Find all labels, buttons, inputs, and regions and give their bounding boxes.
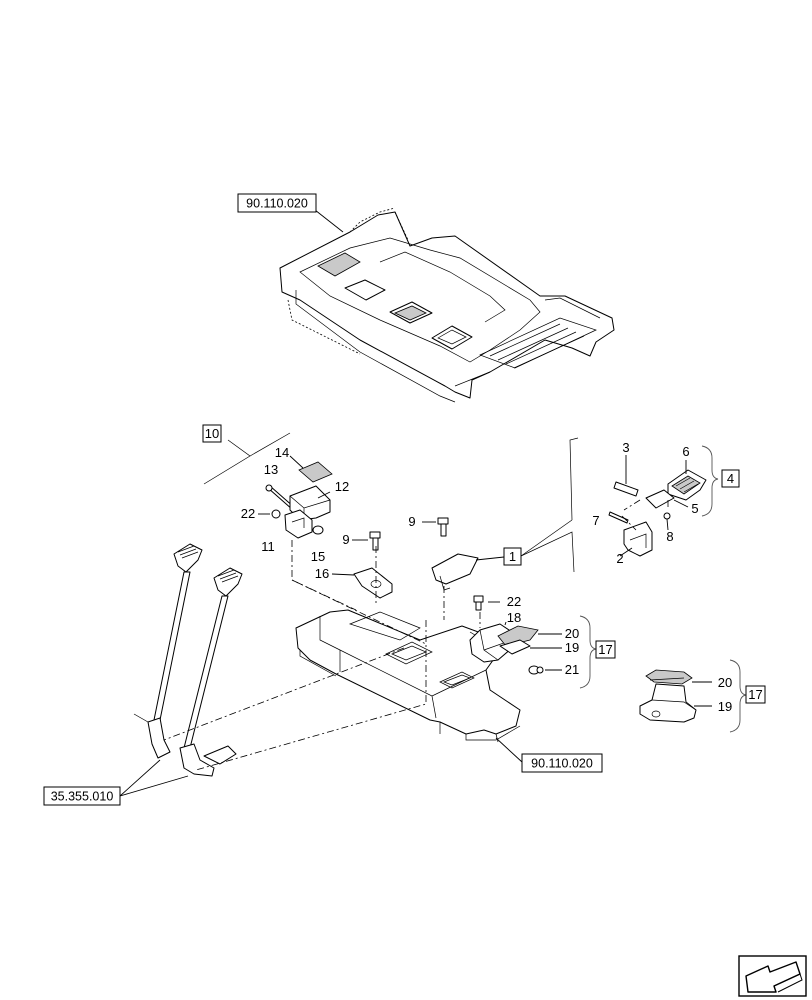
label-15: 15 — [311, 549, 325, 564]
label-16: 16 — [315, 566, 329, 581]
label-3: 3 — [622, 440, 629, 455]
ref-box-floor-bottom[interactable]: 90.110.020 — [521, 753, 603, 773]
next-page-arrow-icon[interactable] — [738, 955, 807, 997]
ref-floor-top: 90.110.020 — [246, 197, 308, 211]
label-19-b: 19 — [718, 699, 732, 714]
control-lever-right — [179, 567, 243, 777]
cab-floor-assembly — [279, 207, 615, 403]
plate-part-14 — [298, 461, 333, 483]
support-bracket-1 — [431, 553, 479, 585]
label-6: 6 — [682, 444, 689, 459]
group-label-4: 4 — [727, 471, 734, 486]
label-21: 21 — [565, 662, 579, 677]
label-22-lower: 22 — [507, 594, 521, 609]
bolt-part-9-left — [369, 531, 381, 551]
hinge-part-5 — [645, 489, 675, 509]
bolt-part-21 — [528, 665, 544, 675]
label-9-left: 9 — [342, 532, 349, 547]
assembly-lines — [163, 499, 669, 771]
label-20-b: 20 — [718, 675, 732, 690]
pin-part-7 — [608, 511, 629, 524]
plate-part-16 — [353, 567, 393, 599]
label-2: 2 — [616, 551, 623, 566]
ref-floor-bottom: 90.110.020 — [531, 757, 593, 771]
group-box-1[interactable]: 1 — [503, 547, 522, 566]
group-box-17-b[interactable]: 17 — [745, 685, 766, 704]
label-9-center: 9 — [408, 514, 415, 529]
lever-pedal-plate — [203, 745, 237, 765]
label-18: 18 — [507, 610, 521, 625]
group-label-17-a: 17 — [598, 642, 612, 657]
clamp-part-11 — [284, 509, 313, 539]
screw-part-8 — [663, 512, 671, 520]
pedal-assembly-20-19 — [639, 669, 697, 723]
label-5: 5 — [691, 501, 698, 516]
pedal-base-part-19-a — [499, 639, 531, 655]
label-22-upper: 22 — [241, 506, 255, 521]
control-lever-left — [133, 543, 203, 759]
group-label-17-b: 17 — [748, 687, 762, 702]
group-box-4[interactable]: 4 — [721, 469, 740, 488]
label-20-a: 20 — [565, 626, 579, 641]
pin-part-3 — [613, 481, 639, 497]
label-13: 13 — [264, 462, 278, 477]
bolt-part-9-center — [437, 517, 449, 537]
bracket-part-2 — [623, 521, 653, 557]
label-14: 14 — [275, 445, 289, 460]
ref-box-floor-top[interactable]: 90.110.020 — [237, 193, 317, 213]
group-box-17-a[interactable]: 17 — [595, 640, 616, 659]
ref-levers: 35.355.010 — [51, 790, 114, 804]
label-12: 12 — [335, 479, 349, 494]
label-11: 11 — [261, 539, 275, 554]
ref-box-levers[interactable]: 35.355.010 — [43, 786, 121, 806]
ring-part-15 — [312, 525, 324, 535]
label-19-a: 19 — [565, 640, 579, 655]
label-7: 7 — [592, 513, 599, 528]
bolt-part-22-lower — [473, 595, 484, 611]
label-8: 8 — [666, 529, 673, 544]
group-label-10: 10 — [205, 426, 219, 441]
group-label-1: 1 — [509, 549, 516, 564]
group-box-10[interactable]: 10 — [202, 424, 222, 443]
bolt-part-22 — [271, 509, 281, 519]
